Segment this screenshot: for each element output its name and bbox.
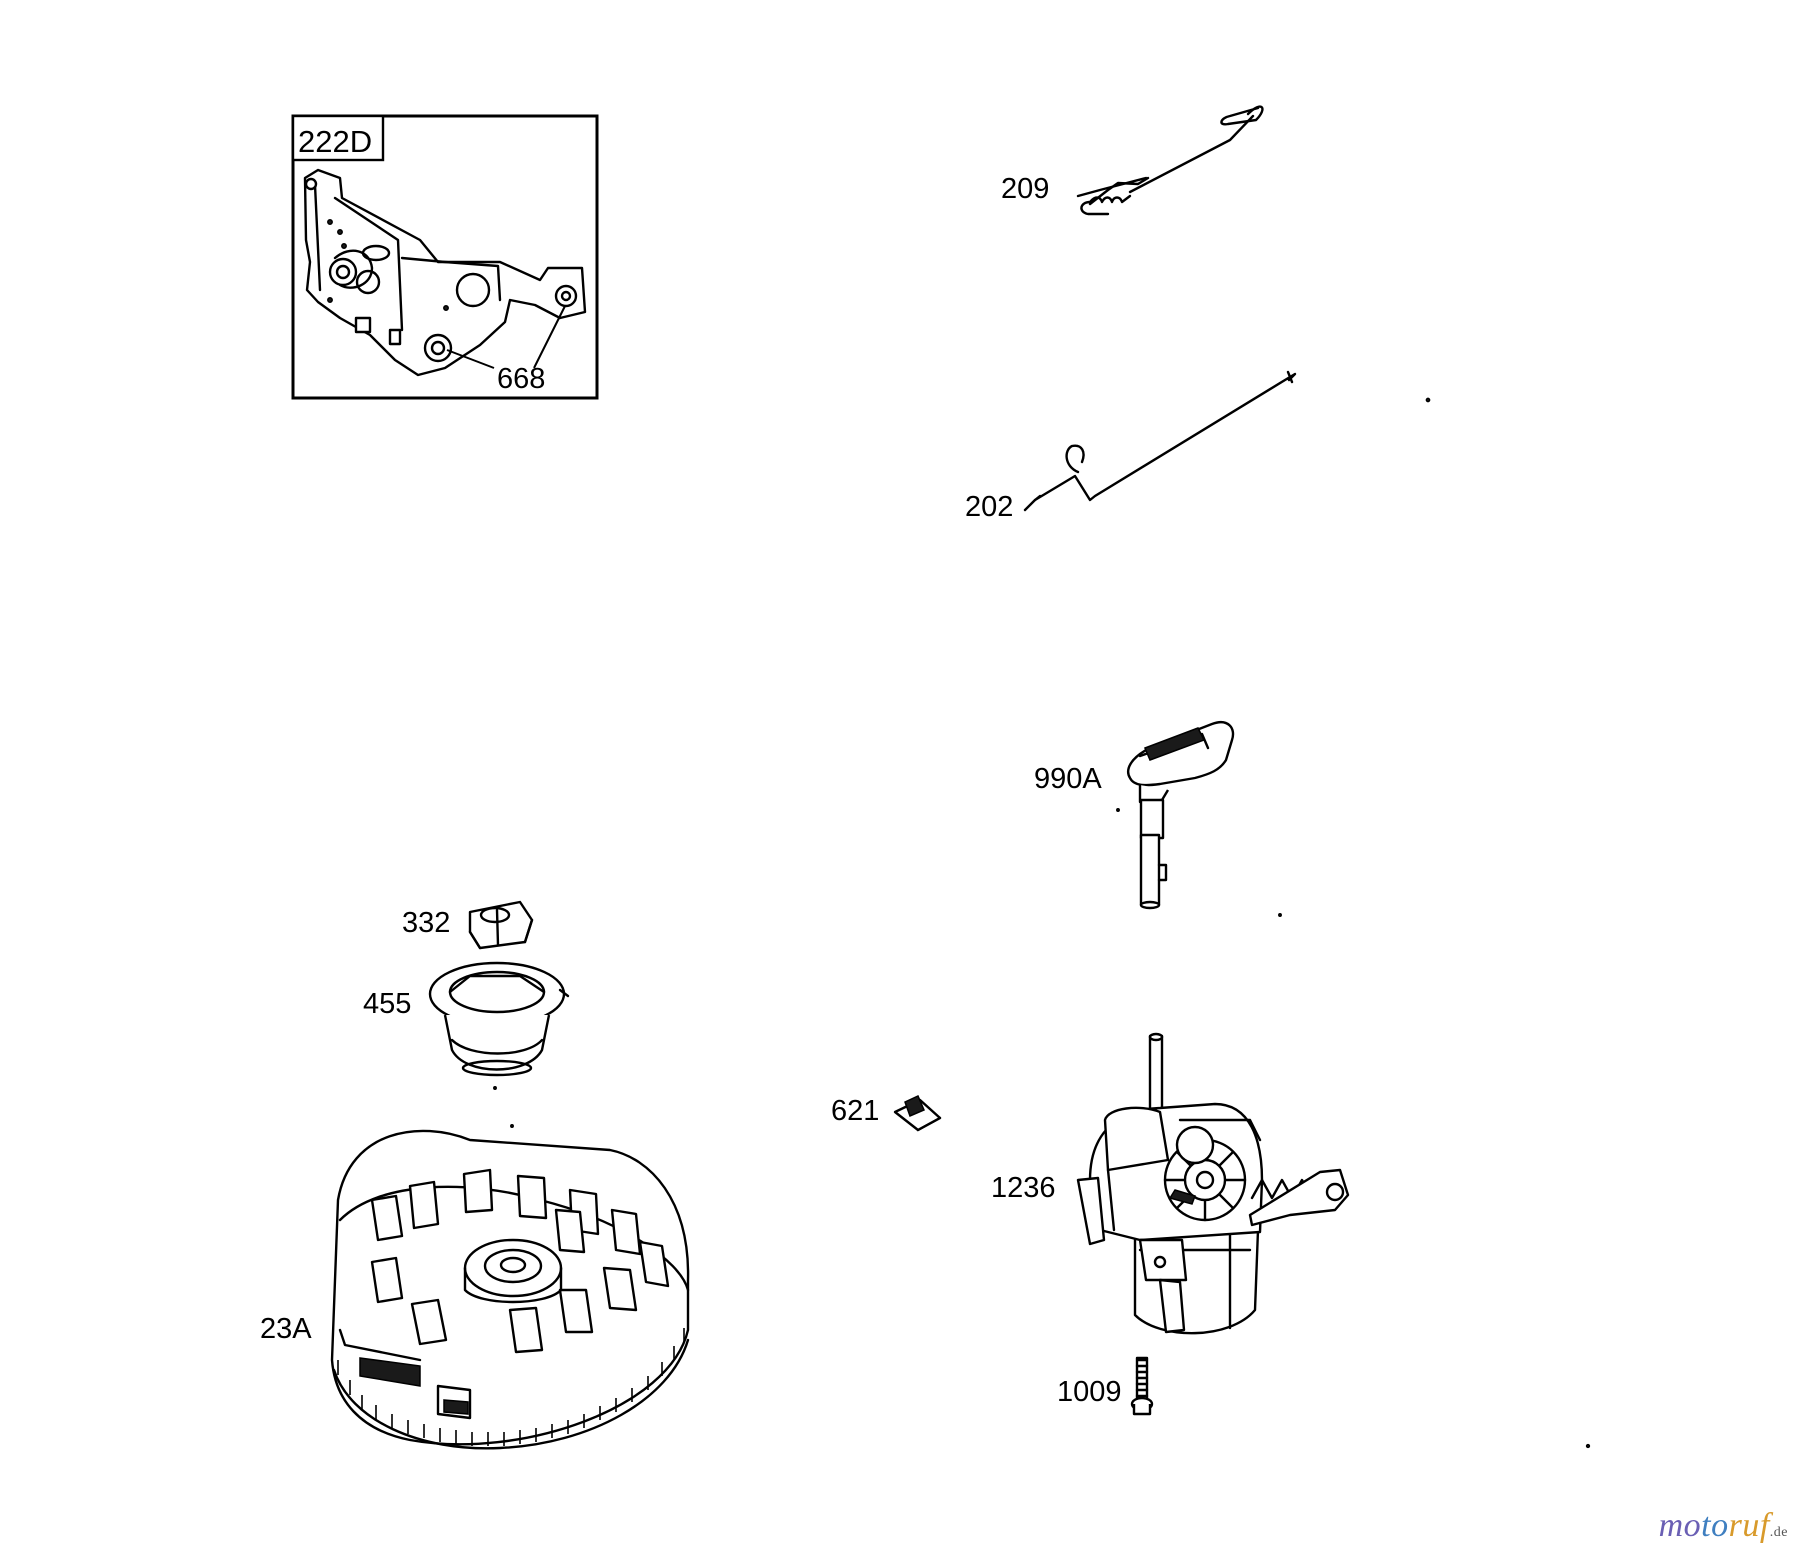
speck [1116,808,1120,812]
speck [1585,1443,1591,1449]
label-668: 668 [497,363,545,395]
flywheel-part [330,1129,690,1450]
watermark-logo: motoruf.de [1659,1507,1788,1545]
label-621: 621 [831,1095,879,1127]
speck [1425,397,1431,403]
speck [1278,913,1282,917]
label-455: 455 [363,988,411,1020]
bracket-assembly-group: 222D 668 [291,114,599,400]
governor-bracket-part [303,168,587,377]
nut-group: 332 [402,900,534,950]
speck [510,1124,514,1128]
electric-starter-part [1076,1032,1350,1335]
watermark-part-3: ruf [1728,1507,1770,1544]
label-332: 332 [402,907,450,939]
screw-group: 1009 [1057,1356,1154,1416]
screw-part [1130,1356,1154,1416]
label-222d: 222D [298,124,372,159]
flywheel-group: 23A [260,1129,690,1450]
label-202: 202 [965,491,1013,523]
control-knob-part [1127,721,1235,910]
clip-part [893,1094,942,1132]
spring-group: 209 [1001,105,1264,216]
governor-link-part [1023,370,1297,512]
starter-cup-part [428,961,570,1077]
label-1009: 1009 [1057,1376,1122,1408]
bracket-label-box [291,114,385,162]
clip-group: 621 [831,1094,942,1132]
nut-part [468,900,534,950]
link-group: 202 [965,370,1297,523]
governor-spring-part [1076,105,1264,216]
label-990a: 990A [1034,763,1102,795]
label-209: 209 [1001,173,1049,205]
watermark-part-2: to [1701,1507,1729,1544]
speck [493,1086,497,1090]
watermark-tld: .de [1769,1525,1788,1540]
label-23a: 23A [260,1313,312,1345]
starter-cup-group: 455 [363,961,570,1077]
control-knob-group: 990A [1034,721,1235,910]
leader-668b [533,305,566,369]
watermark-part-1: mo [1658,1507,1702,1544]
label-1236: 1236 [991,1172,1056,1204]
leader-668 [446,349,495,369]
starter-group: 1236 [991,1032,1350,1335]
